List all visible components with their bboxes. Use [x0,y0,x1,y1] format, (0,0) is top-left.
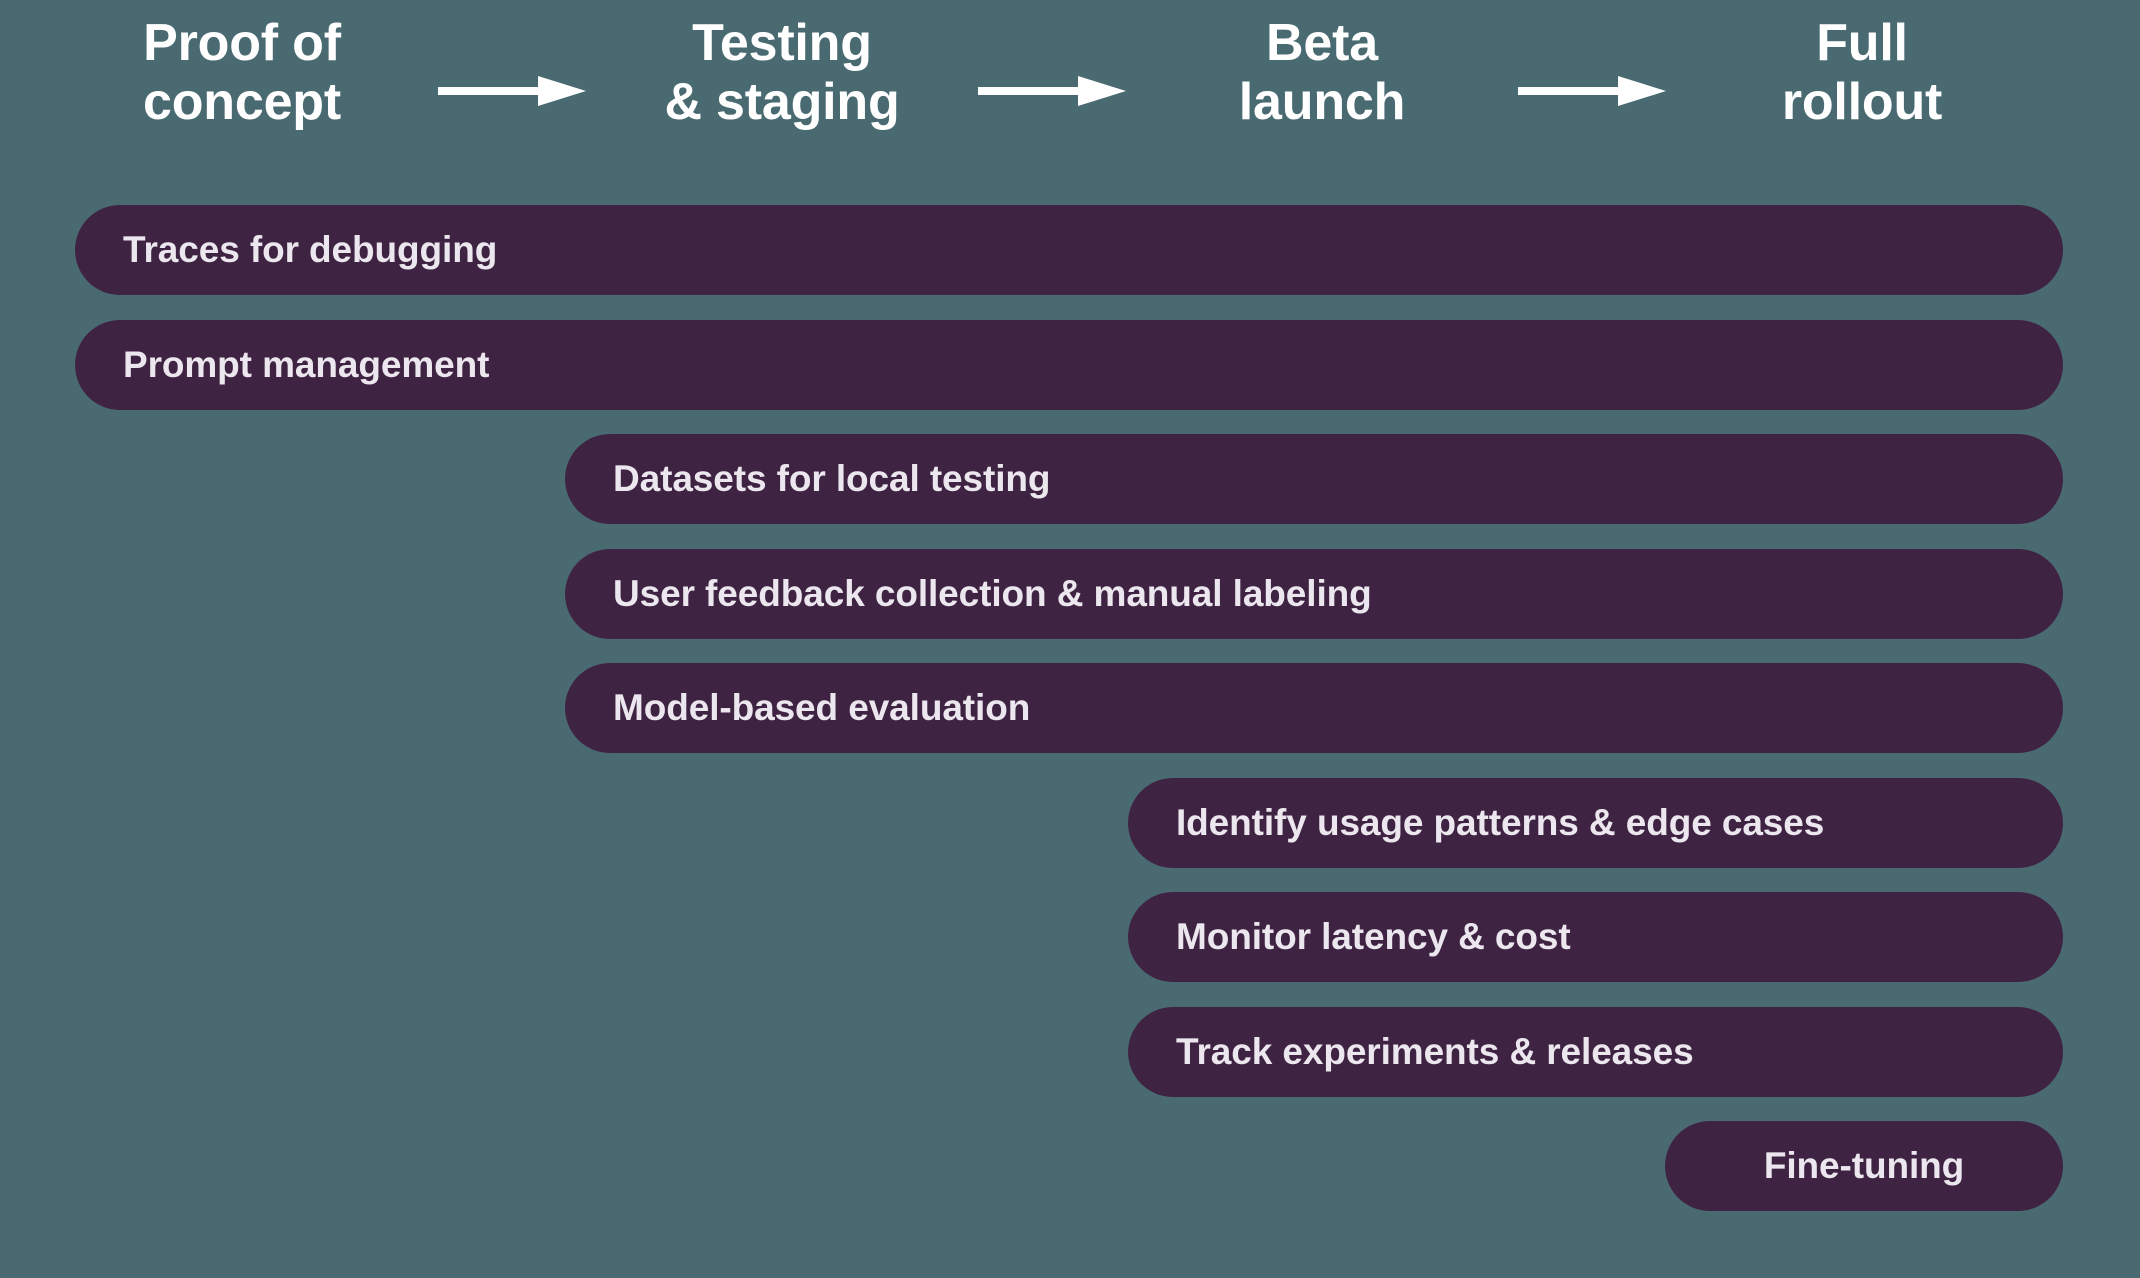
phase-label-line2: concept [143,72,341,131]
capability-bar[interactable]: Model-based evaluation [565,663,2063,753]
capability-bar-label: Track experiments & releases [1176,1031,1694,1072]
capability-bar[interactable]: Monitor latency & cost [1128,892,2063,982]
capability-bar-label: Datasets for local testing [613,458,1051,499]
capability-bar-label: Model-based evaluation [613,687,1031,728]
phase-label-line1: Proof of [143,14,341,72]
arrow-right-icon [438,76,586,106]
capability-bar-label: Identify usage patterns & edge cases [1176,802,1825,843]
phase-label-line1: Beta [1266,14,1378,72]
capability-bar[interactable]: Fine-tuning [1665,1121,2063,1211]
capability-bar[interactable]: Prompt management [75,320,2063,410]
capability-bar[interactable]: Datasets for local testing [565,434,2063,524]
capability-bar-label: Prompt management [123,344,490,385]
capability-bar[interactable]: Traces for debugging [75,205,2063,295]
capability-bar[interactable]: Track experiments & releases [1128,1007,2063,1097]
phase-label-line2: rollout [1781,72,1943,131]
phase-label-line2: launch [1238,72,1406,131]
phase-label-2: Testing& staging [532,14,1032,132]
phase-label-line1: Testing [692,14,872,72]
capability-bar-label: Monitor latency & cost [1176,916,1571,957]
capability-bar[interactable]: User feedback collection & manual labeli… [565,549,2063,639]
capability-bar-label: Fine-tuning [1763,1145,1965,1186]
arrow-right-icon [1518,76,1666,106]
arrow-right-icon [978,76,1126,106]
capability-bar-label: User feedback collection & manual labeli… [613,573,1372,614]
capability-bar[interactable]: Identify usage patterns & edge cases [1128,778,2063,868]
capability-bar-label: Traces for debugging [123,229,498,270]
phase-label-line2: & staging [664,72,900,131]
phase-label-line1: Full [1816,14,1908,72]
